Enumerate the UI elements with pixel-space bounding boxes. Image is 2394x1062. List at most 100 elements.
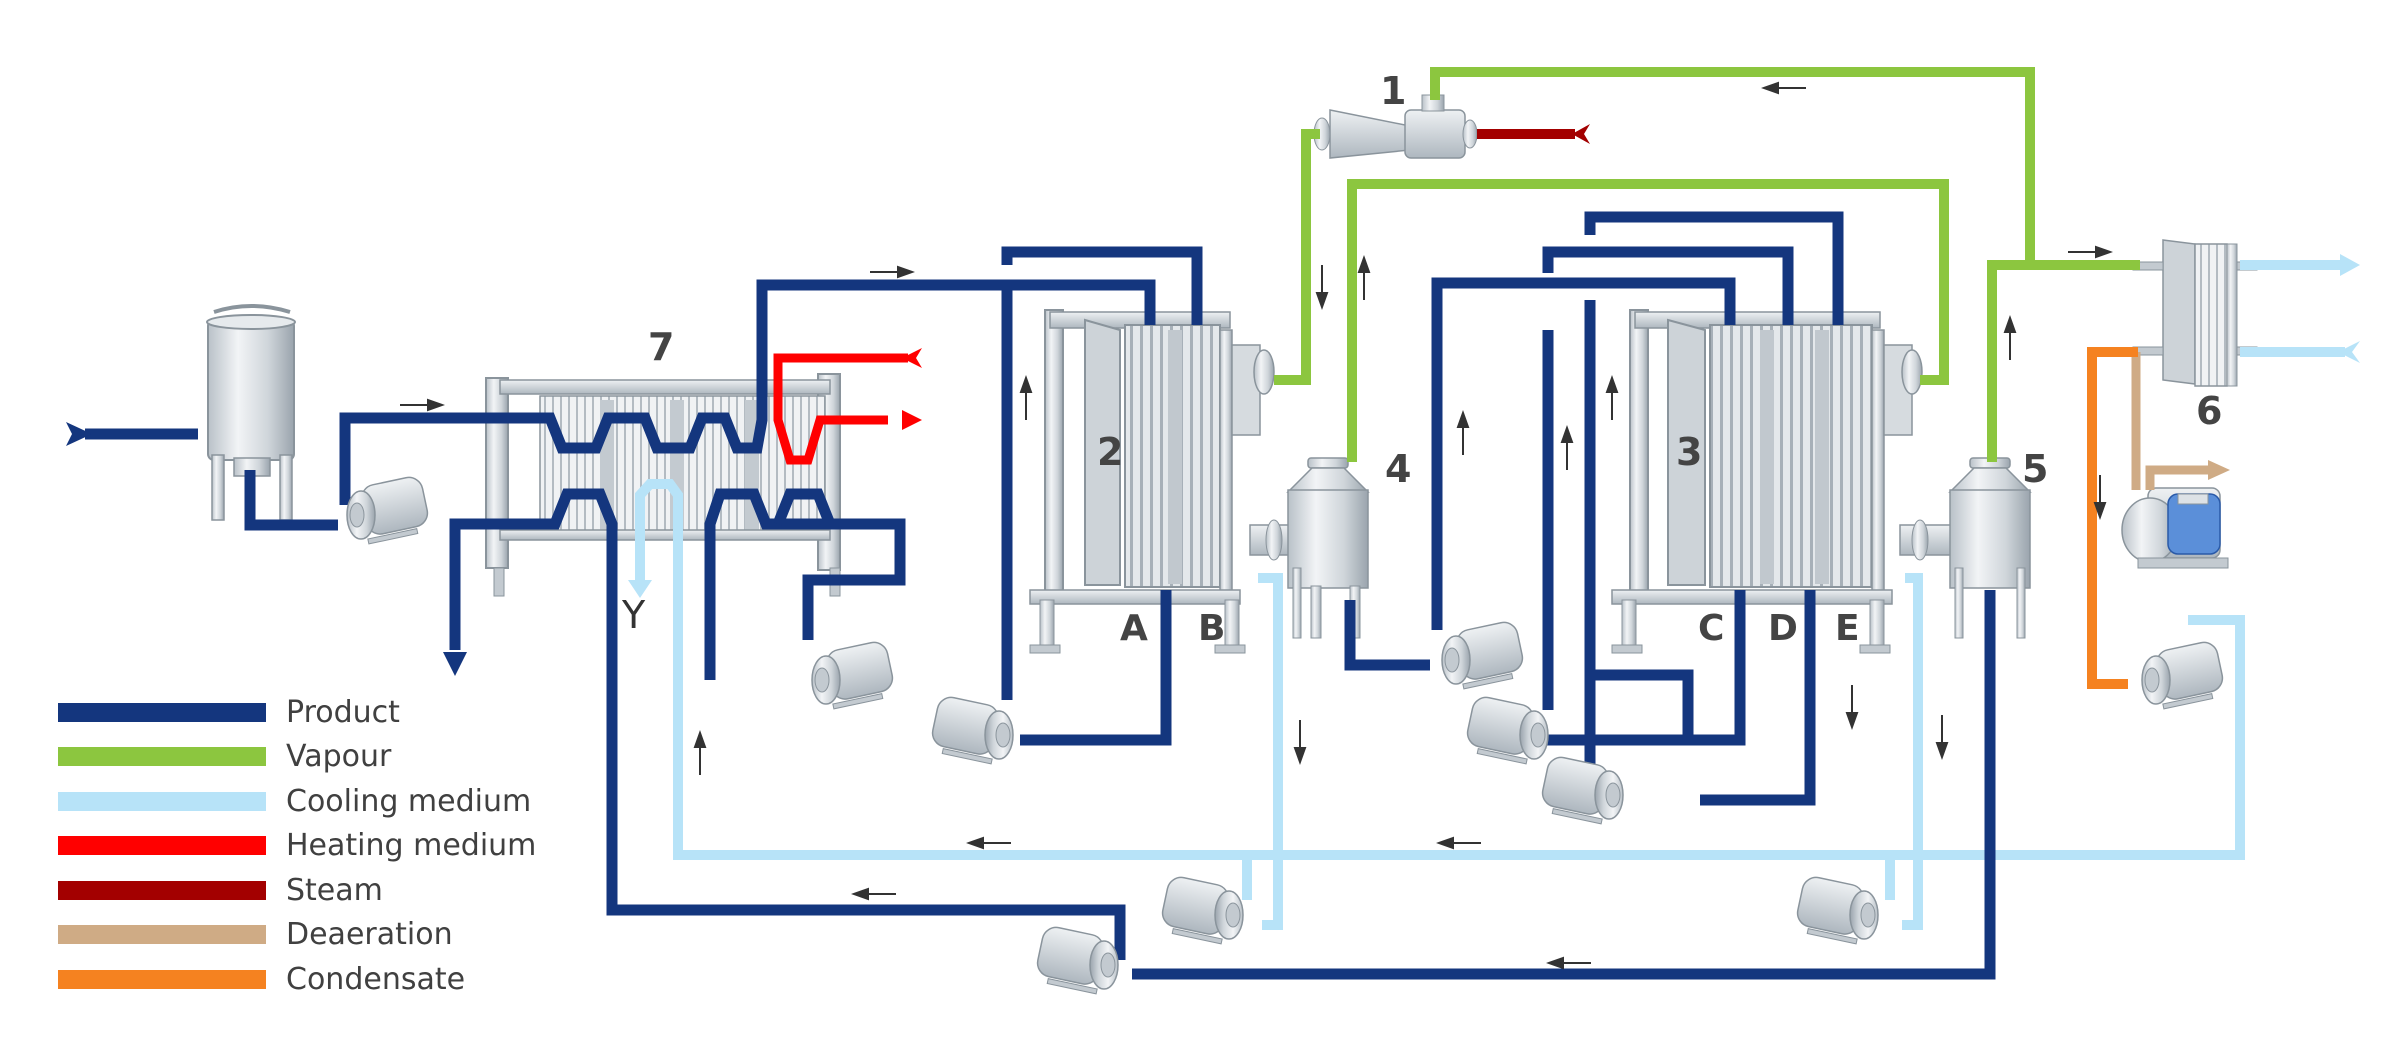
legend-item-heating: Heating medium — [58, 824, 536, 869]
label-evaporator-2: 2 — [1097, 430, 1123, 474]
legend-label: Steam — [286, 872, 383, 908]
legend-swatch — [58, 925, 266, 945]
product-pipe — [1431, 277, 1736, 630]
product-pipe — [1020, 590, 1172, 746]
legend-swatch — [58, 880, 266, 900]
centrifugal-pump-icon — [1466, 696, 1549, 765]
centrifugal-pump-icon — [811, 641, 894, 710]
product-pipe — [1595, 669, 1694, 740]
legend-label: Cooling medium — [286, 783, 532, 819]
legend-item-deaeration: Deaeration — [58, 913, 536, 958]
legend-swatch — [58, 747, 266, 767]
separator-4 — [1286, 457, 1370, 639]
centrifugal-pump-icon — [931, 696, 1014, 765]
flow-direction-arrow-icon — [1019, 375, 1033, 420]
centrifugal-pump-icon — [1036, 926, 1119, 995]
vacuum-pump — [2121, 487, 2229, 569]
legend-label: Deaeration — [286, 917, 453, 953]
heating-inlet-arrow-icon — [902, 348, 922, 368]
cooling-outlet-arrow-icon — [628, 580, 652, 598]
label-section-b: B — [1198, 608, 1225, 649]
cooling-pipe — [1258, 573, 1283, 855]
evaporator-2 — [1029, 309, 1321, 654]
label-condenser: 6 — [2196, 389, 2222, 433]
centrifugal-pump-icon — [2141, 641, 2224, 710]
product-inlet-arrow-icon — [66, 422, 92, 446]
legend-item-product: Product — [58, 690, 536, 735]
product-pipe — [449, 488, 1126, 960]
vapour-pipe — [1987, 260, 2030, 462]
flow-direction-arrow-icon — [2003, 315, 2017, 360]
product-pipe — [339, 279, 1156, 505]
deaeration-pipe — [2131, 352, 2210, 490]
label-section-e: E — [1835, 608, 1860, 649]
product-pipe — [1700, 590, 1816, 806]
product-pipe — [1584, 211, 1844, 770]
flow-direction-arrow-icon — [1605, 375, 1619, 420]
cooling-pipe — [635, 479, 2245, 860]
heating-outlet-arrow-icon — [902, 410, 922, 430]
product-pipe — [1132, 590, 1996, 980]
cooling-pipe — [1242, 855, 1283, 930]
legend-swatch — [58, 791, 266, 811]
legend-swatch — [58, 969, 266, 989]
flow-direction-arrow-icon — [400, 398, 445, 412]
label-section-y: Y — [621, 593, 646, 637]
centrifugal-pump-icon — [1161, 876, 1244, 945]
flow-direction-arrow-icon — [1293, 720, 1307, 765]
feed-tank — [206, 304, 296, 521]
label-separator-5: 5 — [2022, 447, 2048, 491]
product-pipe — [244, 470, 338, 531]
flow-direction-arrow-icon — [1845, 685, 1859, 730]
cooling-inlet-arrow-icon — [2338, 341, 2360, 363]
legend-label: Condensate — [286, 961, 466, 997]
flow-direction-arrow-icon — [1761, 81, 1806, 95]
label-section-a: A — [1120, 608, 1148, 649]
legend-item-condensate: Condensate — [58, 957, 536, 1002]
thermocompressor — [1313, 94, 1478, 159]
centrifugal-pump-icon — [1796, 876, 1879, 945]
label-evaporator-3: 3 — [1676, 430, 1702, 474]
condensate-pipe — [2087, 347, 2138, 689]
legend-item-cooling: Cooling medium — [58, 779, 536, 824]
flow-direction-arrow-icon — [1357, 255, 1371, 300]
deaeration-outlet-arrow-icon — [2208, 460, 2230, 480]
separator-5 — [1948, 457, 2032, 639]
flow-direction-arrow-icon — [2093, 475, 2107, 520]
flow-direction-arrow-icon — [1456, 410, 1470, 455]
legend-swatch — [58, 836, 266, 856]
cooling-outlet-arrow-icon — [2340, 254, 2360, 276]
flow-direction-arrow-icon — [851, 887, 896, 901]
product-pipe — [1344, 600, 1430, 671]
product-pipe — [704, 488, 906, 680]
legend-label: Product — [286, 694, 400, 730]
vapour-pipe — [1347, 179, 1949, 462]
product-pipe — [772, 488, 900, 530]
heating-pipe — [773, 353, 908, 465]
flow-arrows — [400, 81, 2113, 970]
product-pipe — [1542, 246, 1794, 710]
centrifugal-pump-icon — [1441, 621, 1524, 690]
flow-direction-arrow-icon — [2068, 245, 2113, 259]
label-separator-4: 4 — [1385, 447, 1411, 491]
vapour-pipe — [1274, 129, 1320, 385]
label-section-c: C — [1698, 608, 1724, 649]
flow-direction-arrow-icon — [1560, 425, 1574, 470]
flow-direction-arrow-icon — [1935, 715, 1949, 760]
legend-item-vapour: Vapour — [58, 735, 536, 780]
product-pipe — [1001, 246, 1203, 700]
flow-direction-arrow-icon — [966, 836, 1011, 850]
pipe-arrows — [66, 124, 2360, 676]
flow-direction-arrow-icon — [1546, 956, 1591, 970]
product-outlet-arrow-icon — [443, 652, 467, 676]
steam-inlet-arrow-icon — [1572, 124, 1590, 144]
legend-label: Heating medium — [286, 828, 537, 864]
product-pipe — [1540, 590, 1746, 746]
cooling-pipe — [1885, 855, 1923, 930]
equipment-labels: 1 2 3 4 5 6 7 A B C D E Y — [621, 69, 2222, 649]
legend-label: Vapour — [286, 739, 392, 775]
vapour-pipe — [1430, 67, 2140, 270]
legend-swatch — [58, 702, 266, 722]
